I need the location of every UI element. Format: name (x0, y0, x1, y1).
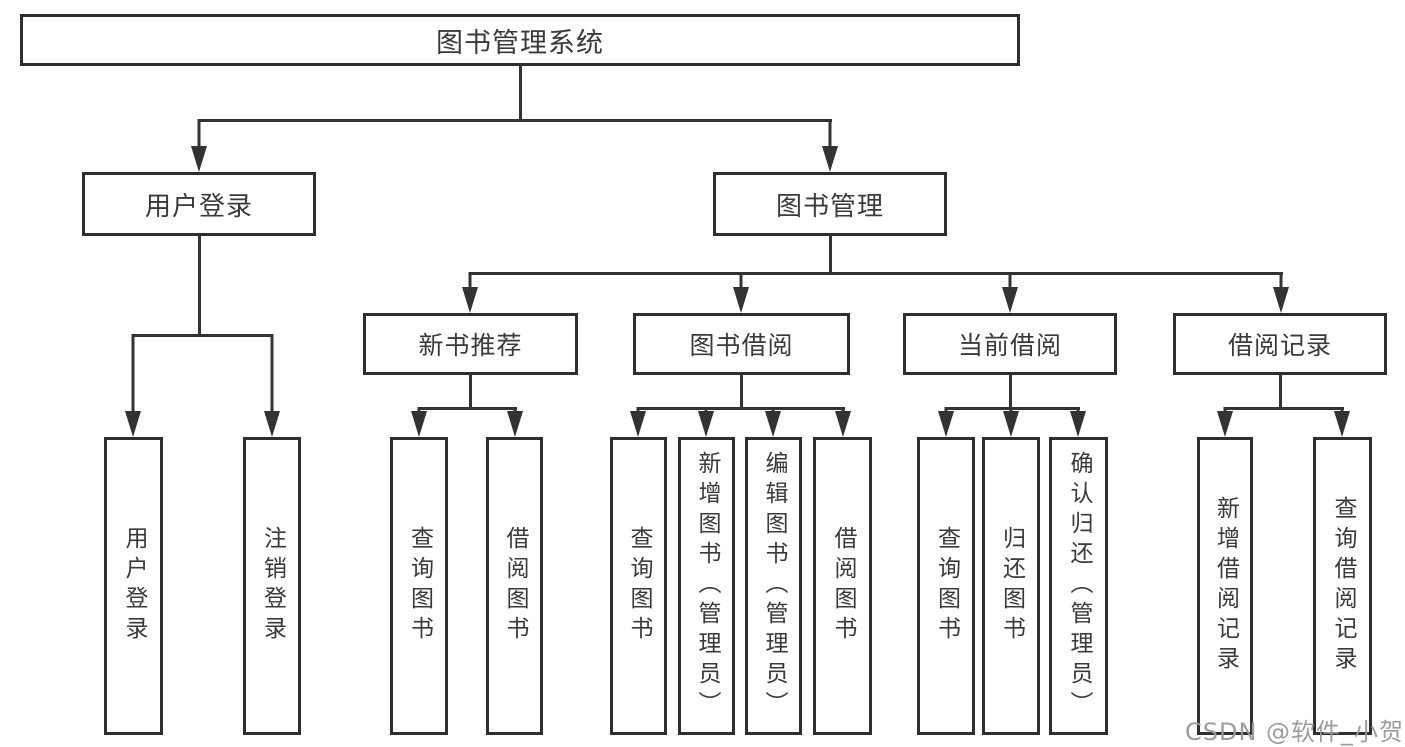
arrow-to-borrow-books-1 (507, 407, 523, 437)
arrow-to-book-borrowing (733, 272, 749, 313)
leaf-label: 注销登录 (259, 526, 286, 646)
connector-current-stem (1009, 375, 1012, 409)
connector-root-branch (198, 119, 832, 122)
arrow-to-user-login (191, 119, 207, 172)
node-label: 图书管理系统 (436, 27, 604, 59)
arrow-to-add-borrow-record (1217, 407, 1233, 437)
csdn-watermark: CSDN @软件_小贺同学 (1185, 718, 1405, 746)
arrow-to-new-book-recommendation (462, 272, 478, 313)
leaf-query-borrow-record: 查询借阅记录 (1313, 437, 1372, 735)
arrow-to-leaf-logout (264, 334, 280, 437)
leaf-return-books: 归还图书 (982, 437, 1040, 735)
leaf-logout: 注销登录 (243, 437, 301, 735)
leaf-label: 编辑图书（管理员） (761, 451, 787, 721)
leaf-query-books-3: 查询图书 (917, 437, 975, 735)
node-label: 图书借阅 (689, 331, 794, 360)
arrow-to-borrow-books-2 (835, 407, 851, 437)
connector-mgmt-stem (829, 235, 832, 274)
leaf-label: 查询图书 (626, 526, 652, 646)
connector-recommend-branch (418, 407, 517, 410)
leaf-label: 借阅图书 (830, 526, 856, 646)
arrow-to-query-borrow-record (1334, 407, 1350, 437)
leaf-label: 确认归还（管理员） (1066, 451, 1092, 721)
node-current-borrowing: 当前借阅 (903, 313, 1117, 375)
node-label: 图书管理 (775, 191, 884, 222)
arrow-to-borrowing-records (1273, 272, 1289, 313)
node-label: 借阅记录 (1227, 331, 1332, 360)
leaf-user-login: 用户登录 (104, 437, 163, 735)
leaf-query-books-1: 查询图书 (390, 437, 448, 735)
leaf-confirm-return-admin: 确认归还（管理员） (1049, 437, 1108, 735)
connector-borrowing-branch (637, 407, 845, 410)
leaf-label: 新增图书（管理员） (694, 451, 720, 721)
arrow-to-confirm-return-admin (1070, 407, 1086, 437)
node-book-borrowing: 图书借阅 (633, 313, 850, 375)
leaf-label: 新增借阅记录 (1212, 496, 1239, 676)
connector-records-stem (1279, 375, 1282, 409)
leaf-query-books-2: 查询图书 (610, 437, 667, 735)
node-label: 新书推荐 (418, 331, 523, 360)
leaf-add-borrow-record: 新增借阅记录 (1197, 437, 1253, 735)
arrow-to-book-management (822, 119, 838, 172)
node-user-login: 用户登录 (82, 172, 316, 236)
node-borrowing-records: 借阅记录 (1173, 313, 1387, 375)
leaf-label: 用户登录 (121, 526, 147, 646)
arrow-to-edit-books-admin (765, 407, 781, 437)
arrow-to-query-books-3 (938, 407, 954, 437)
leaf-add-books-admin: 新增图书（管理员） (678, 437, 735, 735)
leaf-edit-books-admin: 编辑图书（管理员） (745, 437, 802, 735)
connector-borrowing-stem (740, 375, 743, 409)
arrow-to-return-books (1003, 407, 1019, 437)
node-book-management: 图书管理 (713, 172, 947, 236)
connector-root-stem (519, 66, 522, 119)
node-label: 用户登录 (144, 191, 253, 222)
connector-recommend-stem (469, 375, 472, 409)
leaf-label: 查询借阅记录 (1330, 496, 1356, 676)
connector-records-branch (1224, 407, 1344, 410)
leaf-borrow-books-2: 借阅图书 (813, 437, 872, 735)
leaf-label: 归还图书 (998, 526, 1025, 646)
arrow-to-query-books-2 (630, 407, 646, 437)
node-label: 当前借阅 (957, 331, 1062, 360)
leaf-label: 借阅图书 (502, 526, 528, 646)
arrow-to-add-books-admin (698, 407, 714, 437)
connector-login-branch (132, 334, 273, 337)
arrow-to-leaf-user-login (125, 334, 141, 437)
arrow-to-current-borrowing (1002, 272, 1018, 313)
leaf-label: 查询图书 (406, 526, 433, 646)
arrow-to-query-books-1 (411, 407, 427, 437)
node-new-book-recommendation: 新书推荐 (363, 313, 578, 375)
connector-mgmt-branch (469, 272, 1283, 275)
leaf-borrow-books-1: 借阅图书 (486, 437, 543, 735)
node-library-management-system: 图书管理系统 (20, 14, 1020, 66)
leaf-label: 查询图书 (933, 526, 960, 646)
connector-current-branch (945, 407, 1080, 410)
connector-login-stem (198, 235, 201, 337)
